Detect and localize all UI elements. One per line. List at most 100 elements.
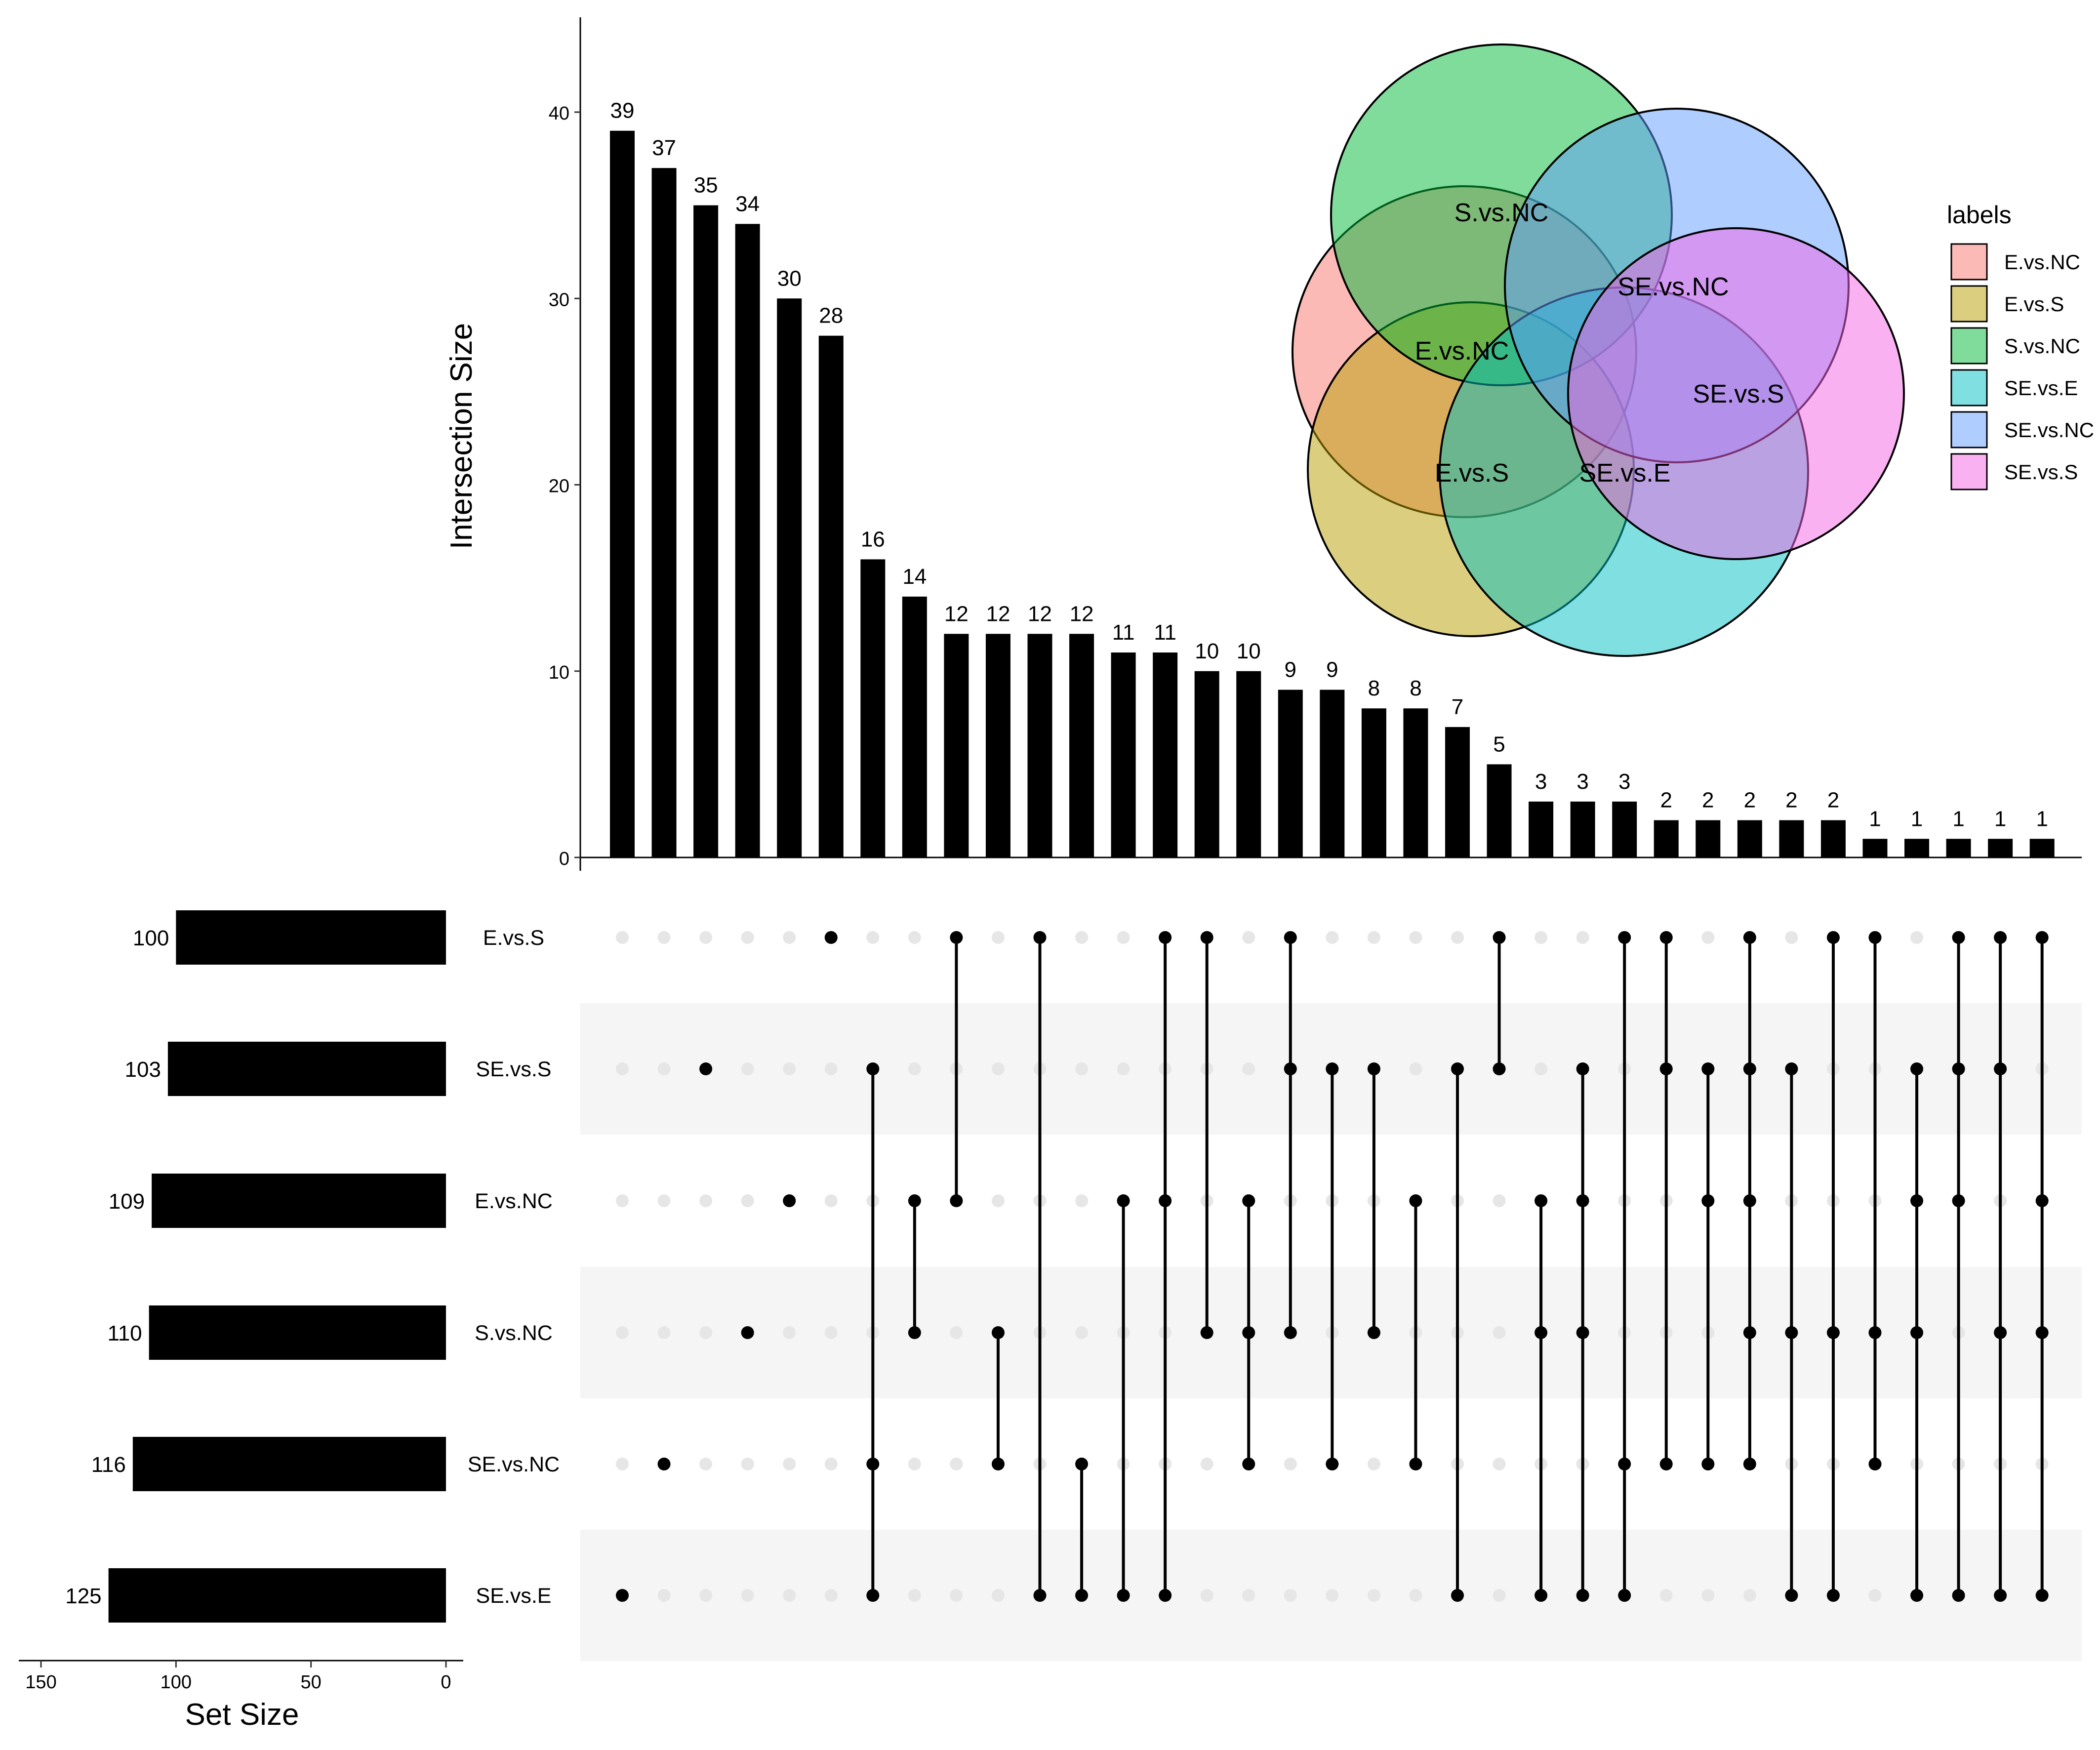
matrix-dot-filled bbox=[1451, 1062, 1464, 1075]
intersection-value-label: 1 bbox=[2036, 807, 2048, 831]
matrix-dot-filled bbox=[1159, 931, 1172, 944]
matrix-dot-filled bbox=[1493, 1062, 1506, 1075]
matrix-dot-empty bbox=[908, 1062, 921, 1075]
matrix-dot-empty bbox=[783, 1458, 796, 1470]
matrix-dot-filled bbox=[1994, 931, 2007, 944]
intersection-value-label: 2 bbox=[1702, 788, 1714, 813]
intersection-value-label: 7 bbox=[1452, 695, 1463, 719]
venn-label: SE.vs.S bbox=[1693, 380, 1784, 408]
legend-label: SE.vs.S bbox=[2004, 460, 2078, 484]
intersection-value-label: 8 bbox=[1410, 676, 1421, 700]
matrix-dot-empty bbox=[616, 1062, 629, 1075]
matrix-dot-empty bbox=[657, 1326, 671, 1339]
matrix-dot-empty bbox=[1451, 931, 1464, 944]
matrix-dot-filled bbox=[1868, 1326, 1882, 1339]
intersection-value-label: 1 bbox=[1994, 807, 2006, 831]
intersection-bar bbox=[1904, 839, 1930, 857]
intersection-bar bbox=[1779, 820, 1804, 857]
matrix-dot-empty bbox=[783, 1326, 796, 1339]
intersection-bar bbox=[1862, 839, 1888, 857]
intersection-value-label: 9 bbox=[1285, 657, 1296, 682]
set-size-bar bbox=[167, 1042, 446, 1096]
set-size-bar bbox=[132, 1437, 446, 1491]
intersection-value-label: 12 bbox=[944, 602, 969, 626]
x-axis-title: Set Size bbox=[185, 1698, 299, 1732]
intersection-bar bbox=[2029, 839, 2055, 857]
set-size-bar bbox=[176, 910, 446, 965]
matrix-dot-empty bbox=[1326, 1589, 1339, 1602]
matrix-dot-filled bbox=[1576, 1194, 1589, 1207]
matrix-dot-empty bbox=[908, 1589, 921, 1602]
intersection-value-label: 1 bbox=[1952, 807, 1964, 831]
matrix-dot-filled bbox=[1952, 1062, 1965, 1075]
matrix-dot-empty bbox=[1075, 1326, 1089, 1339]
set-label: SE.vs.NC bbox=[468, 1453, 560, 1476]
matrix-dot-filled bbox=[824, 931, 838, 944]
matrix-dot-empty bbox=[1493, 1458, 1506, 1470]
intersection-value-label: 1 bbox=[1869, 807, 1881, 831]
matrix-dot-empty bbox=[991, 1589, 1005, 1602]
legend-swatch bbox=[1950, 369, 1988, 407]
intersection-value-label: 35 bbox=[694, 173, 718, 198]
intersection-bar bbox=[1153, 652, 1178, 857]
matrix-dot-empty bbox=[1785, 931, 1798, 944]
set-size-value-label: 125 bbox=[65, 1584, 101, 1608]
legend-label: SE.vs.NC bbox=[2004, 418, 2094, 442]
intersection-bar bbox=[1988, 839, 2013, 857]
set-label: SE.vs.S bbox=[476, 1058, 552, 1081]
intersection-bar bbox=[1529, 801, 1554, 857]
matrix-dot-filled bbox=[1033, 1589, 1047, 1602]
legend-swatch bbox=[1950, 243, 1988, 281]
y-tick-label: 10 bbox=[549, 662, 569, 683]
matrix-dot-empty bbox=[1075, 1194, 1089, 1207]
intersection-bar bbox=[1570, 801, 1595, 857]
intersection-value-label: 11 bbox=[1112, 620, 1135, 645]
matrix-dot-filled bbox=[1910, 1326, 1924, 1339]
venn-diagram: E.vs.NCE.vs.SS.vs.NCSE.vs.ESE.vs.NCSE.vs… bbox=[1292, 43, 1905, 657]
matrix-dot-filled bbox=[1910, 1589, 1924, 1602]
intersection-bar bbox=[1403, 708, 1428, 857]
matrix-dot-empty bbox=[1367, 1589, 1380, 1602]
matrix-dot-empty bbox=[991, 931, 1005, 944]
y-tick-label: 0 bbox=[559, 849, 569, 869]
intersection-value-label: 2 bbox=[1827, 788, 1839, 813]
matrix-dot-empty bbox=[950, 1458, 963, 1470]
matrix-dot-empty bbox=[741, 931, 754, 944]
matrix-dot-filled bbox=[1659, 1458, 1673, 1470]
matrix-dot-empty bbox=[1659, 1589, 1673, 1602]
matrix-dot-empty bbox=[1075, 931, 1089, 944]
matrix-dot-empty bbox=[824, 1589, 838, 1602]
intersection-bar bbox=[944, 634, 969, 857]
matrix-dot-empty bbox=[616, 1326, 629, 1339]
matrix-dot-empty bbox=[1409, 931, 1422, 944]
intersection-value-label: 11 bbox=[1154, 620, 1176, 645]
matrix-dot-filled bbox=[1576, 1326, 1589, 1339]
set-size-value-label: 103 bbox=[125, 1058, 161, 1082]
set-size-value-label: 110 bbox=[108, 1321, 142, 1345]
matrix-dot-empty bbox=[1075, 1062, 1089, 1075]
matrix-dot-filled bbox=[1952, 1194, 1965, 1207]
matrix-dot-filled bbox=[1659, 1062, 1673, 1075]
matrix-dot-empty bbox=[824, 1062, 838, 1075]
matrix-dot-filled bbox=[950, 1194, 963, 1207]
legend-label: E.vs.S bbox=[2004, 292, 2064, 316]
matrix-dot-filled bbox=[1952, 1589, 1965, 1602]
matrix-dot-empty bbox=[1326, 931, 1339, 944]
set-size-value-label: 109 bbox=[109, 1189, 145, 1214]
matrix-dot-filled bbox=[1117, 1589, 1130, 1602]
matrix-dot-empty bbox=[783, 1062, 796, 1075]
legend-label: S.vs.NC bbox=[2004, 334, 2080, 358]
intersection-bar bbox=[1487, 764, 1512, 857]
matrix-dot-filled bbox=[1618, 1589, 1631, 1602]
intersection-value-label: 2 bbox=[1785, 788, 1797, 813]
matrix-dot-filled bbox=[1785, 1589, 1798, 1602]
matrix-dot-filled bbox=[1326, 1458, 1339, 1470]
intersection-bar bbox=[985, 634, 1010, 857]
matrix-dot-filled bbox=[1785, 1062, 1798, 1075]
matrix-dot-filled bbox=[1159, 1194, 1172, 1207]
matrix-dot-filled bbox=[1075, 1589, 1089, 1602]
matrix-dot-filled bbox=[908, 1326, 921, 1339]
set-size-tick-label: 150 bbox=[25, 1672, 56, 1693]
matrix-dot-empty bbox=[1200, 1589, 1213, 1602]
